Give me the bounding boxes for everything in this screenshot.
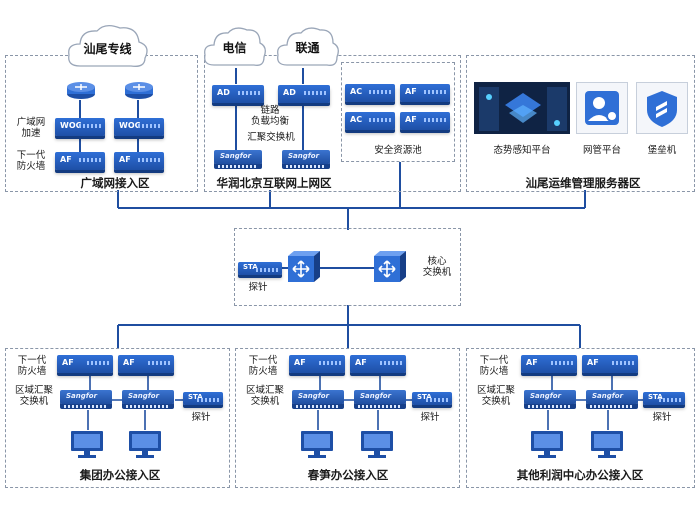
agg-switch: Sangfor xyxy=(354,390,406,408)
sta-probe-device: STA xyxy=(412,392,452,405)
agg-switch: Sangfor xyxy=(122,390,174,408)
pc-monitor-icon xyxy=(590,430,624,458)
telecom-cloud-label: 电信 xyxy=(222,41,247,55)
router-icon xyxy=(66,80,96,100)
af-device: AF xyxy=(57,355,113,373)
ac-device: AC xyxy=(345,84,395,102)
af-device: AF xyxy=(118,355,174,373)
cloud-icon: 汕尾专线 xyxy=(65,22,150,74)
network-mgmt-icon xyxy=(576,82,628,134)
sta-probe-device: STA xyxy=(643,392,685,405)
probe-label: 探针 xyxy=(191,412,211,423)
wan-cloud-label: 汕尾专线 xyxy=(83,42,132,56)
sta-probe-device: STA xyxy=(183,392,223,405)
ngfw-label: 下一代 防火墙 xyxy=(16,150,46,172)
branch-title: 其他利润中心办公接入区 xyxy=(516,468,644,482)
wan-zone-title: 广域网接入区 xyxy=(80,176,150,190)
pc-monitor-icon xyxy=(360,430,394,458)
agg-switch: Sangfor xyxy=(282,150,330,168)
internet-zone-title: 华润北京互联网上网区 xyxy=(216,176,332,190)
af-device: AF xyxy=(289,355,345,373)
core-switch-icon xyxy=(286,250,320,284)
situation-awareness-screen xyxy=(474,82,570,134)
ops-server-label: 态势感知平台 xyxy=(493,145,551,156)
agg-switch-label: 区域汇聚 交换机 xyxy=(245,385,284,407)
woc-device: WOC xyxy=(55,118,105,136)
core-switch-label: 核心 交换机 xyxy=(422,256,452,278)
af-device: AF xyxy=(400,112,450,130)
ops-server-label: 网管平台 xyxy=(582,145,621,156)
ops-zone xyxy=(466,55,695,192)
cloud-icon: 联通 xyxy=(275,25,340,71)
agg-switch: Sangfor xyxy=(524,390,576,408)
core-switch-icon xyxy=(372,250,406,284)
branch-zone xyxy=(466,348,695,488)
branch-zone xyxy=(5,348,230,488)
pc-monitor-icon xyxy=(128,430,162,458)
agg-switch: Sangfor xyxy=(586,390,638,408)
agg-switch-label: 汇聚交换机 xyxy=(247,132,295,143)
branch-title: 集团办公接入区 xyxy=(79,468,161,482)
router-icon xyxy=(124,80,154,100)
agg-switch: Sangfor xyxy=(214,150,262,168)
ngfw-label: 下一代 防火墙 xyxy=(248,355,278,377)
cloud-icon: 电信 xyxy=(202,25,267,71)
core-probe-label: 探针 xyxy=(248,282,268,293)
branch-title: 春笋办公接入区 xyxy=(307,468,389,482)
agg-switch: Sangfor xyxy=(292,390,344,408)
pc-monitor-icon xyxy=(530,430,564,458)
af-device: AF xyxy=(521,355,577,373)
af-device: AF xyxy=(114,152,164,170)
af-device: AF xyxy=(55,152,105,170)
wan-accel-label: 广域网 加速 xyxy=(16,117,46,139)
af-device: AF xyxy=(350,355,406,373)
sta-probe-device: STA xyxy=(238,262,282,275)
core-zone xyxy=(234,228,461,306)
af-device: AF xyxy=(582,355,638,373)
ops-zone-title: 汕尾运维管理服务器区 xyxy=(525,176,641,190)
woc-device: WOC xyxy=(114,118,164,136)
branch-zone xyxy=(235,348,460,488)
ad-device: AD xyxy=(212,85,264,103)
security-pool-title: 安全资源池 xyxy=(374,145,422,156)
pc-monitor-icon xyxy=(70,430,104,458)
security-pool-zone xyxy=(341,62,455,162)
ad-device: AD xyxy=(278,85,330,103)
ngfw-label: 下一代 防火墙 xyxy=(17,355,47,377)
ac-device: AC xyxy=(345,112,395,130)
probe-label: 探针 xyxy=(420,412,440,423)
agg-switch-label: 区域汇聚 交换机 xyxy=(476,385,515,407)
ops-server-label: 堡垒机 xyxy=(647,145,677,156)
probe-label: 探针 xyxy=(652,412,672,423)
af-device: AF xyxy=(400,84,450,102)
unicom-cloud-label: 联通 xyxy=(295,41,320,55)
bastion-shield-icon xyxy=(636,82,688,134)
link-lb-label: 链路 负载均衡 xyxy=(250,105,289,127)
ngfw-label: 下一代 防火墙 xyxy=(479,355,509,377)
agg-switch: Sangfor xyxy=(60,390,112,408)
pc-monitor-icon xyxy=(300,430,334,458)
agg-switch-label: 区域汇聚 交换机 xyxy=(14,385,53,407)
